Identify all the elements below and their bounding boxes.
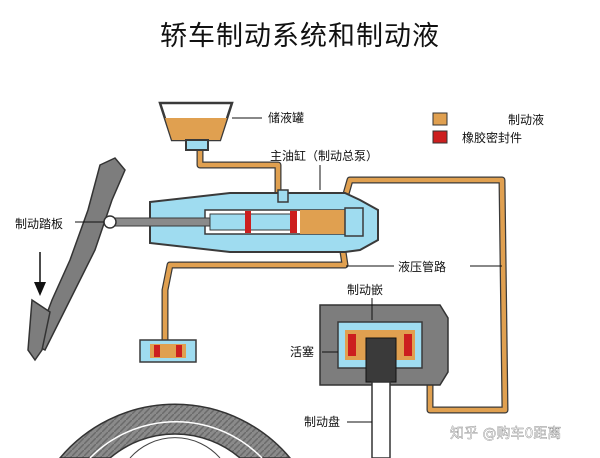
label-pedal: 制动踏板 xyxy=(15,217,63,231)
legend-seal-swatch xyxy=(432,130,448,144)
leader-lines xyxy=(75,117,502,423)
label-caliper: 制动嵌 xyxy=(347,283,383,297)
label-piston: 活塞 xyxy=(290,344,314,359)
brake-caliper xyxy=(319,304,449,458)
legend-fluid-label: 制动液 xyxy=(508,112,544,127)
pedal-arrow-icon xyxy=(34,252,46,296)
watermark: 知乎 @购车0距离 xyxy=(450,425,561,442)
fluid-reservoir xyxy=(158,101,234,151)
legend-fluid-swatch xyxy=(432,112,448,126)
label-reservoir: 储液罐 xyxy=(268,110,304,125)
label-brake-line: 液压管路 xyxy=(398,259,446,274)
legend: 制动液 橡胶密封件 xyxy=(432,112,544,145)
legend-seal-label: 橡胶密封件 xyxy=(462,130,522,145)
label-master-cylinder: 主油缸（制动总泵） xyxy=(270,148,378,163)
brake-drum xyxy=(59,403,291,458)
master-cylinder xyxy=(109,189,379,253)
label-disc: 制动盘 xyxy=(304,414,340,429)
wheel-cylinder xyxy=(139,339,197,363)
diagram-title: 轿车制动系统和制动液 xyxy=(160,21,440,52)
brake-pedal xyxy=(27,157,126,362)
